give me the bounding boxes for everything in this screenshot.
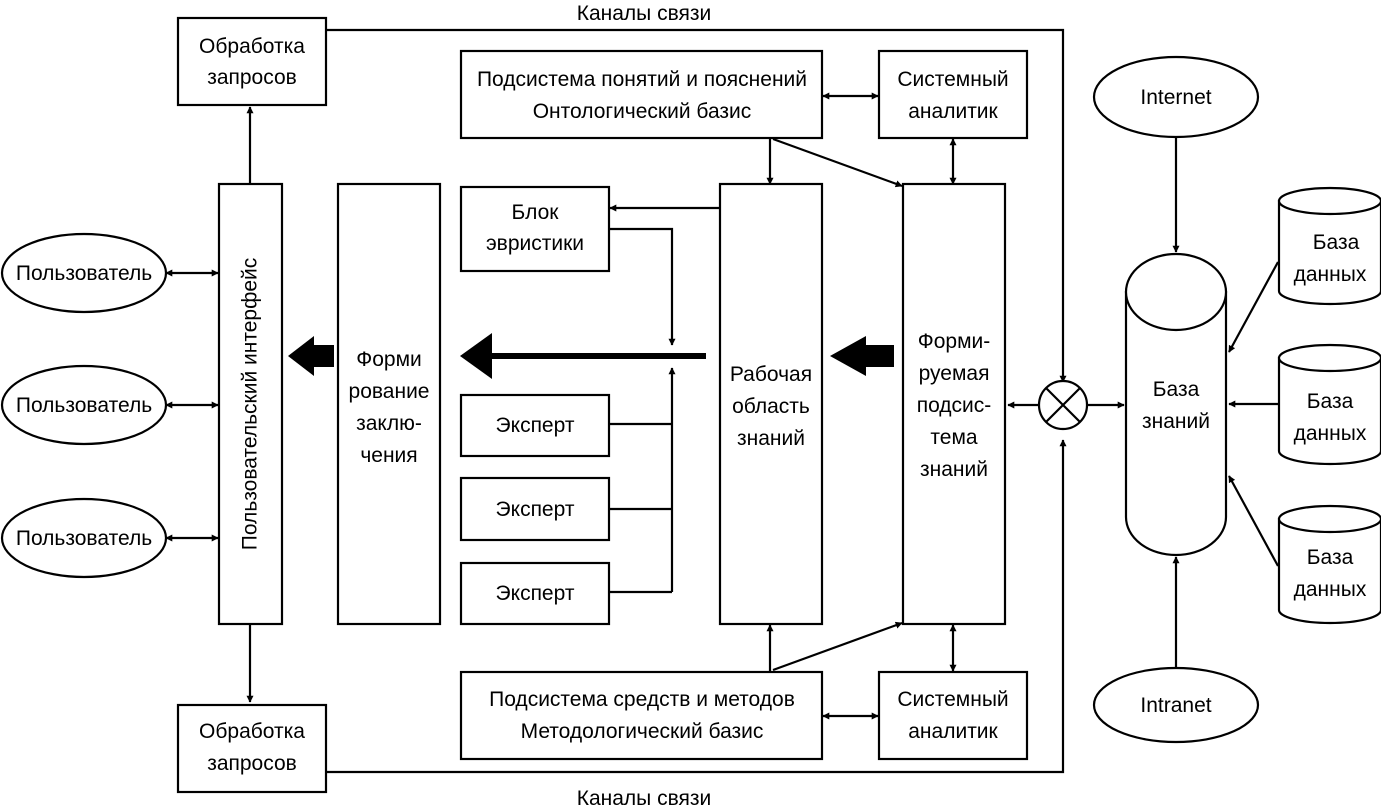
arrow-conclusion-to-ui-head <box>288 336 314 376</box>
heuristics-block-line2: эвристики <box>486 232 584 255</box>
channel-junction-icon <box>1037 379 1089 431</box>
arrow-db3-kb <box>1228 475 1279 567</box>
formed-subsystem-line4: тема <box>930 426 977 449</box>
arrow-heuristics-mainflow <box>610 227 676 346</box>
knowledge-base-cylinder: База знаний <box>1124 252 1228 557</box>
arrow-concepts-formed <box>772 137 903 188</box>
intranet-node: Intranet <box>1092 666 1260 744</box>
conclusion-formation-box: Форми рование заклю- чения <box>336 182 442 626</box>
system-analyst-top-line2: аналитик <box>908 100 998 123</box>
internet-node: Internet <box>1092 55 1260 139</box>
user-interface-label: Пользовательский интерфейс <box>239 258 262 551</box>
work-area-box: Рабочая область знаний <box>718 182 824 626</box>
expert-3-label: Эксперт <box>496 582 575 605</box>
main-flow-arrowhead <box>460 333 492 379</box>
conclusion-formation-line4: чения <box>360 444 417 467</box>
system-analyst-top-line1: Системный <box>897 68 1008 91</box>
arrow-formed-to-workarea-shaft <box>864 345 894 367</box>
methods-subsystem-box: Подсистема средств и методов Методологич… <box>459 670 824 761</box>
arrow-formed-to-workarea-head <box>830 336 866 376</box>
database-1-cylinder: База данных <box>1277 186 1381 306</box>
arrow-methods-formed <box>772 621 903 672</box>
request-processing-top-line1: Обработка <box>199 35 305 58</box>
database-1-line2: данных <box>1294 263 1367 286</box>
database-3-line1: База <box>1307 546 1354 569</box>
knowledge-base-line2: знаний <box>1142 410 1210 433</box>
user-2: Пользователь <box>0 364 168 446</box>
channel-line-bottom <box>327 439 1067 774</box>
system-analyst-bottom-box: Системный аналитик <box>877 670 1029 761</box>
knowledge-base-line1: База <box>1153 378 1200 401</box>
expert-2-label: Эксперт <box>496 498 575 521</box>
expert-1-box: Эксперт <box>459 393 611 458</box>
work-area-line3: знаний <box>737 427 805 450</box>
intranet-label: Intranet <box>1140 694 1211 717</box>
database-3-cylinder: База данных <box>1277 504 1381 625</box>
request-processing-top: Обработка запросов <box>176 16 328 107</box>
user-interface-panel: Пользовательский интерфейс <box>217 182 284 626</box>
database-2-cylinder: База данных <box>1277 343 1381 466</box>
conclusion-formation-line3: заклю- <box>356 412 422 435</box>
methods-subsystem-line2: Методологический базис <box>521 720 764 743</box>
system-analyst-top-box: Системный аналитик <box>877 49 1029 140</box>
conclusion-formation-line1: Форми <box>356 348 422 371</box>
request-processing-bottom: Обработка запросов <box>176 703 328 794</box>
formed-subsystem-line1: Форми- <box>918 330 991 353</box>
expert-2-box: Эксперт <box>459 476 611 542</box>
conclusion-formation-line2: рование <box>349 380 430 403</box>
arrow-conclusion-to-ui-shaft <box>312 345 334 367</box>
user-1: Пользователь <box>0 232 168 314</box>
user-3: Пользователь <box>0 497 168 579</box>
database-3-line2: данных <box>1294 578 1367 601</box>
system-analyst-bottom-line1: Системный <box>897 688 1008 711</box>
request-processing-top-line2: запросов <box>207 66 297 89</box>
heuristics-block-box: Блок эвристики <box>459 185 611 273</box>
arrow-db1-kb <box>1228 261 1279 353</box>
database-1-line1: База <box>1313 231 1360 254</box>
database-2-line2: данных <box>1294 422 1367 445</box>
formed-subsystem-box: Форми- руемая подсис- тема знаний <box>901 182 1007 626</box>
work-area-line2: область <box>732 395 810 418</box>
user-1-label: Пользователь <box>16 262 152 285</box>
channels-label-top: Каналы связи <box>577 2 712 25</box>
database-2-line1: База <box>1307 390 1354 413</box>
channel-line-top <box>327 28 1067 383</box>
concepts-subsystem-line1: Подсистема понятий и пояснений <box>477 68 807 91</box>
user-3-label: Пользователь <box>16 527 152 550</box>
formed-subsystem-line3: подсис- <box>917 394 992 417</box>
concepts-subsystem-box: Подсистема понятий и пояснений Онтологич… <box>459 49 824 140</box>
methods-subsystem-line1: Подсистема средств и методов <box>489 688 795 711</box>
request-processing-bottom-line2: запросов <box>207 752 297 775</box>
expert-1-label: Эксперт <box>496 414 575 437</box>
formed-subsystem-line2: руемая <box>919 362 990 385</box>
user-2-label: Пользователь <box>16 394 152 417</box>
formed-subsystem-line5: знаний <box>920 458 988 481</box>
work-area-line1: Рабочая <box>730 363 812 386</box>
channels-label-bottom: Каналы связи <box>577 787 712 808</box>
heuristics-block-line1: Блок <box>512 201 560 224</box>
concepts-subsystem-line2: Онтологический базис <box>533 100 752 123</box>
request-processing-bottom-line1: Обработка <box>199 720 305 743</box>
expert-3-box: Эксперт <box>459 561 611 626</box>
system-analyst-bottom-line2: аналитик <box>908 720 998 743</box>
internet-label: Internet <box>1140 86 1211 109</box>
